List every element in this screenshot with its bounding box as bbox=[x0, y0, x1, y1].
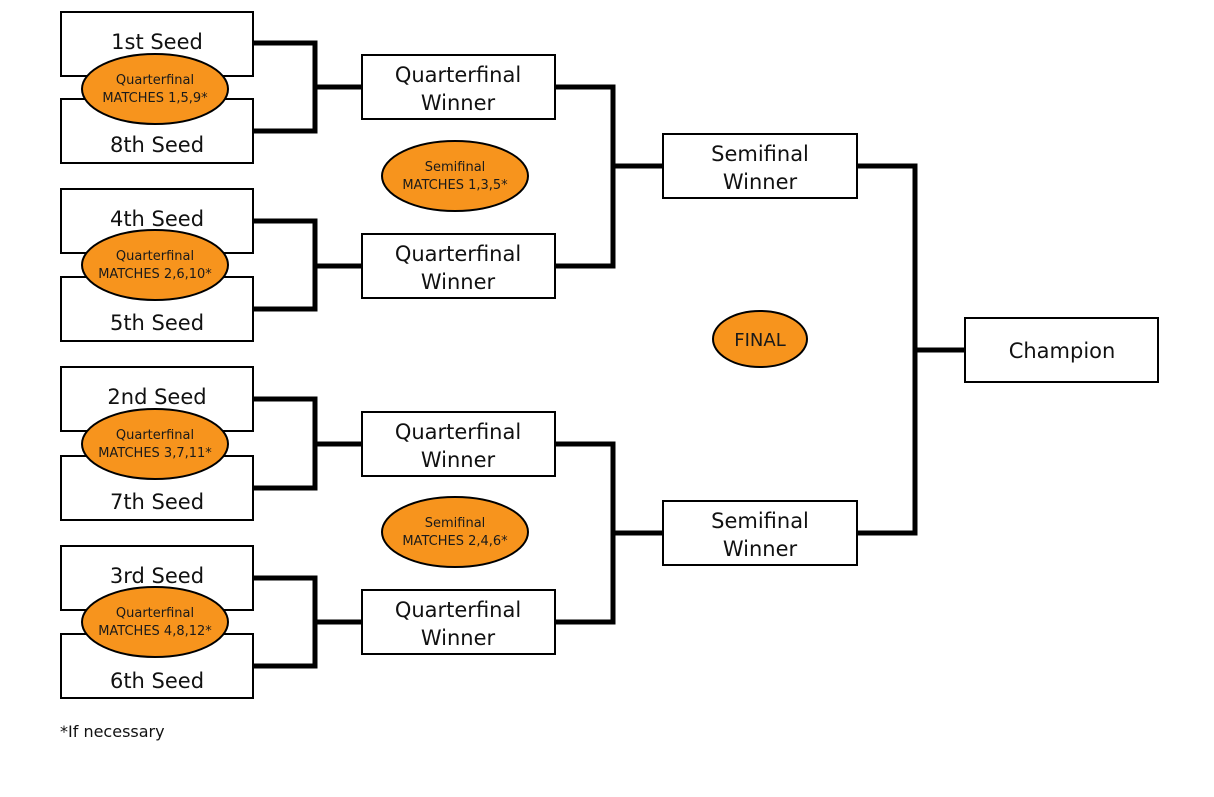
oval-matches-label: MATCHES 1,5,9* bbox=[102, 91, 208, 106]
oval-round-label: Quarterfinal bbox=[116, 249, 194, 264]
final-oval: FINAL bbox=[712, 310, 808, 368]
connector-sf2 bbox=[555, 441, 616, 625]
seed-label-7: 7th Seed bbox=[110, 490, 204, 514]
footnote: *If necessary bbox=[60, 722, 165, 741]
winner-round-label: Semifinal bbox=[711, 142, 809, 166]
winner-label: Winner bbox=[421, 270, 496, 294]
champion-label: Champion bbox=[1009, 339, 1116, 363]
quarterfinal-oval-2: Quarterfinal MATCHES 2,6,10* bbox=[81, 229, 229, 301]
winner-label: Winner bbox=[723, 537, 798, 561]
seed-label-6: 6th Seed bbox=[110, 669, 204, 693]
winner-round-label: Quarterfinal bbox=[395, 598, 521, 622]
connector-qf1 bbox=[253, 40, 318, 134]
winner-label: Winner bbox=[421, 91, 496, 115]
oval-round-label: Quarterfinal bbox=[116, 428, 194, 443]
seed-label-2: 2nd Seed bbox=[107, 385, 206, 409]
oval-matches-label: MATCHES 4,8,12* bbox=[98, 624, 212, 639]
quarterfinal-winner-box-2: Quarterfinal Winner bbox=[361, 233, 556, 299]
quarterfinal-winner-box-1: Quarterfinal Winner bbox=[361, 54, 556, 120]
semifinal-oval-1: Semifinal MATCHES 1,3,5* bbox=[381, 140, 529, 212]
quarterfinal-winner-box-4: Quarterfinal Winner bbox=[361, 589, 556, 655]
oval-matches-label: MATCHES 2,6,10* bbox=[98, 267, 212, 282]
oval-round-label: Quarterfinal bbox=[116, 606, 194, 621]
oval-round-label: Semifinal bbox=[425, 516, 486, 531]
connector-final bbox=[857, 163, 918, 536]
winner-label: Winner bbox=[421, 448, 496, 472]
connector-qf3 bbox=[253, 396, 318, 491]
semifinal-oval-2: Semifinal MATCHES 2,4,6* bbox=[381, 496, 529, 568]
winner-round-label: Quarterfinal bbox=[395, 420, 521, 444]
winner-label: Winner bbox=[421, 626, 496, 650]
winner-label: Winner bbox=[723, 170, 798, 194]
champion-box: Champion bbox=[964, 317, 1159, 383]
quarterfinal-oval-3: Quarterfinal MATCHES 3,7,11* bbox=[81, 408, 229, 480]
bracket-connectors bbox=[253, 40, 965, 669]
quarterfinal-winner-box-3: Quarterfinal Winner bbox=[361, 411, 556, 477]
connector-sf1 bbox=[555, 84, 616, 269]
quarterfinal-oval-4: Quarterfinal MATCHES 4,8,12* bbox=[81, 586, 229, 658]
semifinal-winner-box-2: Semifinal Winner bbox=[662, 500, 858, 566]
oval-matches-label: MATCHES 2,4,6* bbox=[402, 534, 508, 549]
winner-round-label: Quarterfinal bbox=[395, 242, 521, 266]
semifinal-winner-box-1: Semifinal Winner bbox=[662, 133, 858, 199]
seed-label-4: 4th Seed bbox=[110, 207, 204, 231]
seed-label-5: 5th Seed bbox=[110, 311, 204, 335]
connector-qf2 bbox=[253, 218, 318, 312]
seed-label-8: 8th Seed bbox=[110, 133, 204, 157]
final-label: FINAL bbox=[734, 330, 785, 351]
seed-label-1: 1st Seed bbox=[111, 30, 203, 54]
winner-round-label: Quarterfinal bbox=[395, 63, 521, 87]
oval-matches-label: MATCHES 3,7,11* bbox=[98, 446, 212, 461]
oval-matches-label: MATCHES 1,3,5* bbox=[402, 178, 508, 193]
oval-round-label: Semifinal bbox=[425, 160, 486, 175]
oval-round-label: Quarterfinal bbox=[116, 73, 194, 88]
quarterfinal-oval-1: Quarterfinal MATCHES 1,5,9* bbox=[81, 53, 229, 125]
seed-label-3: 3rd Seed bbox=[110, 564, 204, 588]
connector-qf4 bbox=[253, 575, 318, 669]
winner-round-label: Semifinal bbox=[711, 509, 809, 533]
